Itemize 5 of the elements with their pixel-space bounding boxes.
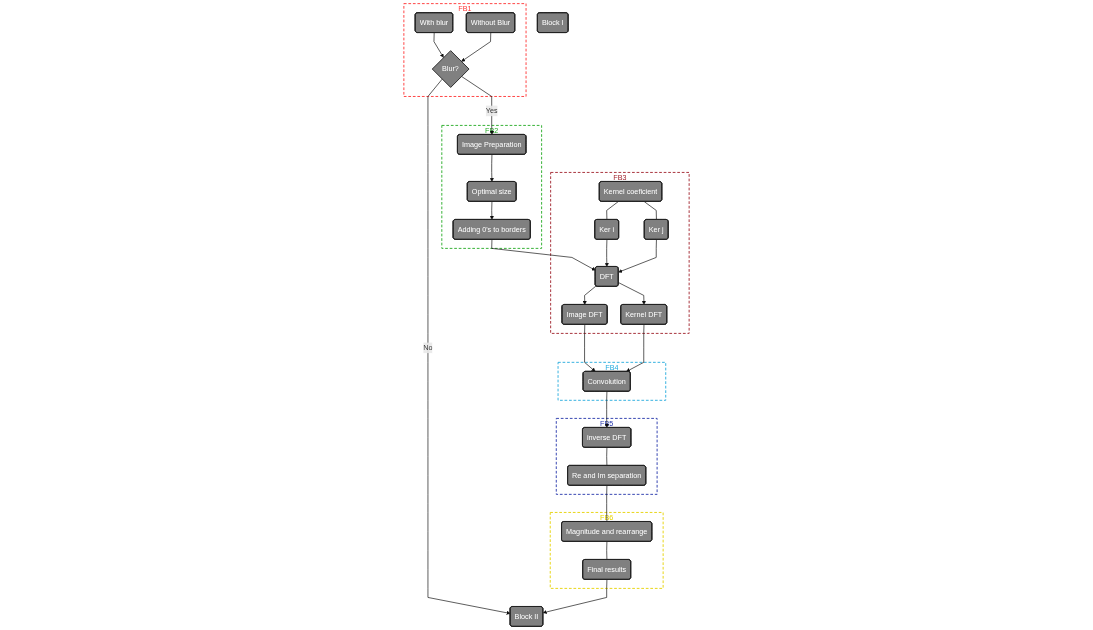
connector: [643, 201, 657, 220]
connector: [606, 201, 619, 220]
connector: [606, 541, 608, 561]
connector: [606, 447, 608, 466]
connector: [606, 485, 608, 523]
